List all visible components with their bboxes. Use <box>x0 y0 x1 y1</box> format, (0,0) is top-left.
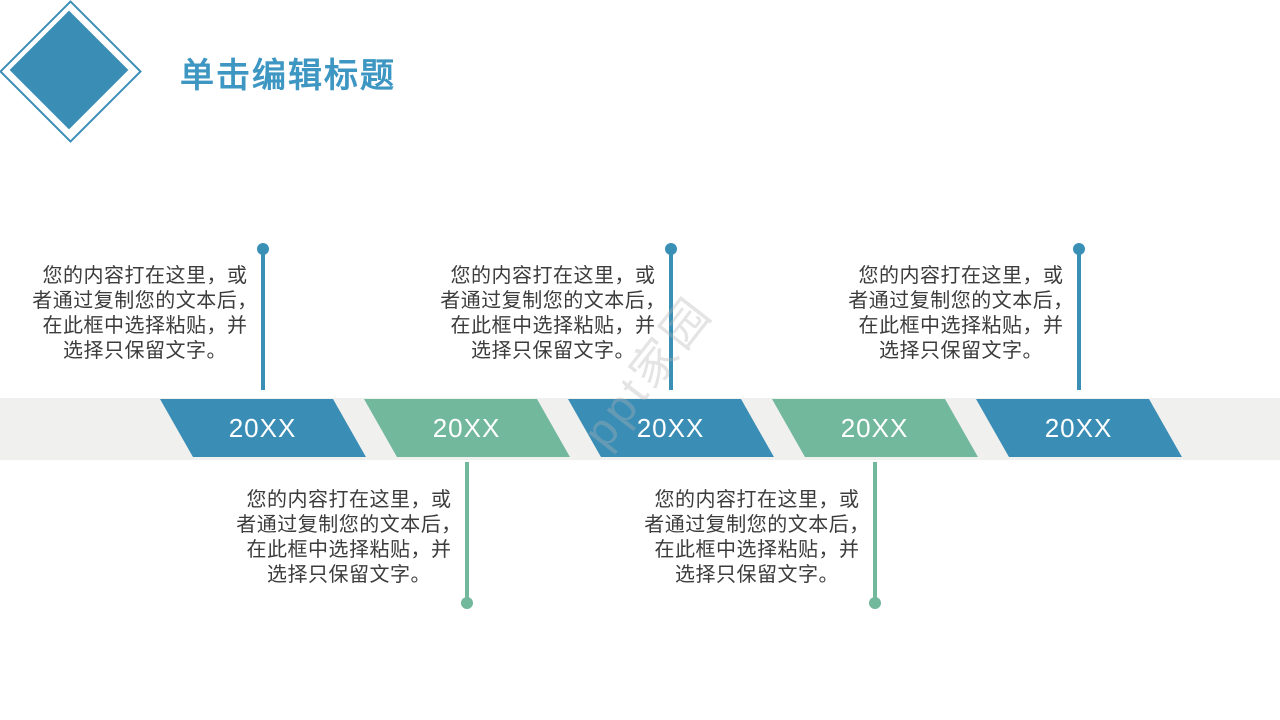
timeline-segment-5[interactable]: 20XX <box>976 399 1182 457</box>
timeline-segment-2-label: 20XX <box>432 413 501 443</box>
connector-1-dot <box>257 243 269 255</box>
connector-3-dot <box>665 243 677 255</box>
connector-5-dot <box>1073 243 1085 255</box>
connector-4-line <box>873 462 877 598</box>
callout-text-4[interactable]: 您的内容打在这里，或 者通过复制您的文本后， 在此框中选择粘贴，并 选择只保留文… <box>644 489 870 586</box>
connector-2-dot <box>461 597 473 609</box>
diamond-logo <box>0 0 160 160</box>
connector-2-line <box>465 462 469 598</box>
timeline-segment-4-label: 20XX <box>840 413 909 443</box>
connector-4-dot <box>869 597 881 609</box>
timeline-segment-1[interactable]: 20XX <box>160 399 366 457</box>
callout-text-1[interactable]: 您的内容打在这里，或 者通过复制您的文本后， 在此框中选择粘贴，并 选择只保留文… <box>32 265 258 362</box>
connector-5-line <box>1077 250 1081 390</box>
timeline-segment-5-label: 20XX <box>1044 413 1113 443</box>
timeline-segment-1-label: 20XX <box>228 413 297 443</box>
connector-1-line <box>261 250 265 390</box>
timeline-segment-3-label: 20XX <box>636 413 705 443</box>
timeline-segment-2[interactable]: 20XX <box>364 399 570 457</box>
diamond-fill-shape <box>9 10 129 130</box>
slide-title[interactable]: 单击编辑标题 <box>180 57 396 95</box>
callout-text-3[interactable]: 您的内容打在这里，或 者通过复制您的文本后， 在此框中选择粘贴，并 选择只保留文… <box>440 265 666 362</box>
connector-3-line <box>669 250 673 390</box>
callout-text-5[interactable]: 您的内容打在这里，或 者通过复制您的文本后， 在此框中选择粘贴，并 选择只保留文… <box>848 265 1074 362</box>
callout-text-2[interactable]: 您的内容打在这里，或 者通过复制您的文本后， 在此框中选择粘贴，并 选择只保留文… <box>236 489 462 586</box>
timeline-segment-3[interactable]: 20XX <box>568 399 774 457</box>
timeline-segment-4[interactable]: 20XX <box>772 399 978 457</box>
